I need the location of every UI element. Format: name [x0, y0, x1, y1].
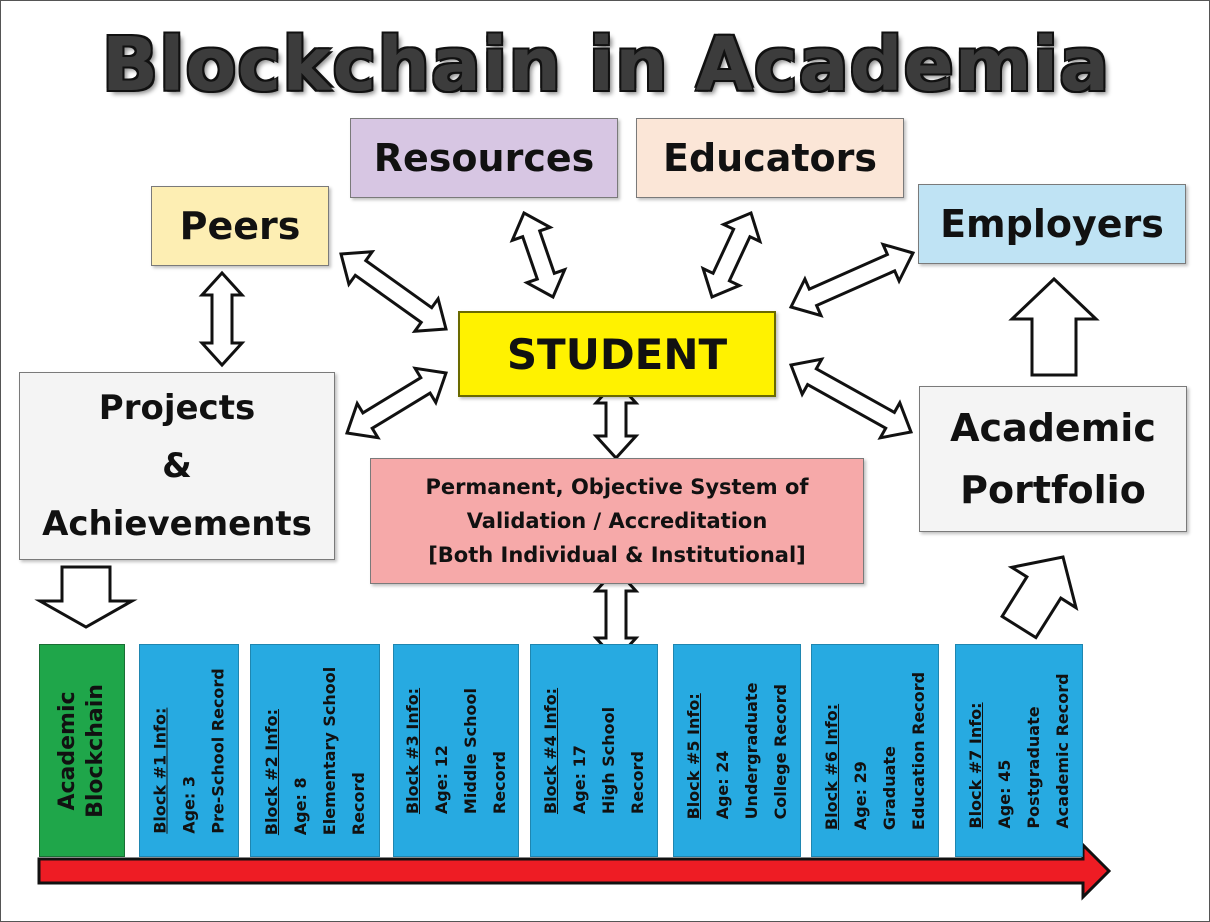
- block-line: Academic Record: [1053, 672, 1072, 829]
- chain-label-line: Academic: [55, 690, 80, 811]
- block-title: Block #6 Info:: [822, 703, 841, 830]
- block-line: Record: [349, 771, 368, 835]
- arrow-resources-student: [509, 210, 568, 300]
- arrow-projects-student: [344, 366, 449, 440]
- arrow-educators-student: [700, 210, 763, 300]
- arrow-peers-student: [339, 249, 448, 334]
- block-line: Undergraduate: [742, 682, 761, 819]
- node-validation-line: Validation / Accreditation: [466, 509, 768, 533]
- node-validation-line: Permanent, Objective System of: [425, 475, 809, 499]
- block-line: Age: 45: [995, 759, 1014, 829]
- arrow-projects-to-chain: [34, 565, 138, 629]
- block-line: Pre-School Record: [208, 667, 228, 834]
- node-portfolio-line: Academic: [950, 406, 1156, 450]
- block-line: Elementary School: [320, 666, 339, 835]
- node-academic-portfolio: Academic Portfolio: [919, 386, 1187, 532]
- node-projects-line: &: [162, 446, 192, 486]
- chain-label-line: Blockchain: [83, 683, 108, 818]
- block-line: Record: [490, 750, 509, 814]
- diagram-title: Blockchain in Academia: [101, 22, 1111, 108]
- chain-block-1: Block #1 Info: Age: 3 Pre-School Record: [139, 644, 239, 857]
- chain-block-4: Block #4 Info: Age: 17 High School Recor…: [530, 644, 658, 857]
- node-employers: Employers: [918, 184, 1186, 264]
- block-title: Block #2 Info:: [262, 708, 281, 835]
- block-line: Postgraduate: [1024, 705, 1043, 829]
- chain-label-block: Academic Blockchain: [39, 644, 125, 857]
- arrow-employers-student: [788, 242, 916, 318]
- chain-block-3: Block #3 Info: Age: 12 Middle School Rec…: [393, 644, 519, 857]
- timeline-arrow: [37, 841, 1112, 901]
- block-title: Block #5 Info:: [684, 692, 703, 819]
- block-line: Graduate: [880, 745, 899, 830]
- node-validation-line: [Both Individual & Institutional]: [428, 543, 806, 567]
- block-line: Age: 3: [179, 775, 199, 834]
- arrow-portfolio-student: [788, 357, 914, 440]
- arrow-chain-to-portfolio: [1000, 555, 1079, 640]
- node-educators: Educators: [636, 118, 904, 198]
- node-projects-line: Achievements: [42, 504, 312, 544]
- block-line: Education Record: [909, 671, 928, 830]
- arrow-portfolio-to-employers: [1008, 276, 1100, 377]
- block-title: Block #7 Info:: [966, 701, 985, 829]
- chain-block-5: Block #5 Info: Age: 24 Undergraduate Col…: [673, 644, 801, 857]
- node-projects-line: Projects: [98, 388, 256, 428]
- block-line: Age: 29: [851, 760, 870, 830]
- block-line: Age: 17: [570, 744, 589, 814]
- block-line: Age: 12: [432, 744, 451, 814]
- node-peers: Peers: [151, 186, 329, 266]
- chain-block-6: Block #6 Info: Age: 29 Graduate Educatio…: [811, 644, 939, 857]
- arrow-peers-projects: [198, 270, 246, 368]
- block-line: College Record: [771, 683, 790, 819]
- block-line: Age: 8: [291, 776, 310, 835]
- block-title: Block #3 Info:: [403, 687, 422, 814]
- block-line: High School: [599, 706, 618, 814]
- block-title: Block #1 Info:: [150, 707, 170, 834]
- block-line: Middle School: [461, 687, 480, 814]
- block-title: Block #4 Info:: [541, 687, 560, 814]
- node-validation-system: Permanent, Objective System of Validatio…: [370, 458, 864, 584]
- block-line: Record: [628, 750, 647, 814]
- node-portfolio-line: Portfolio: [960, 468, 1146, 512]
- chain-block-2: Block #2 Info: Age: 8 Elementary School …: [250, 644, 380, 857]
- block-line: Age: 24: [713, 750, 732, 819]
- node-resources: Resources: [350, 118, 618, 198]
- node-projects-achievements: Projects & Achievements: [19, 372, 335, 560]
- chain-block-7: Block #7 Info: Age: 45 Postgraduate Acad…: [955, 644, 1083, 857]
- node-student: STUDENT: [458, 311, 776, 397]
